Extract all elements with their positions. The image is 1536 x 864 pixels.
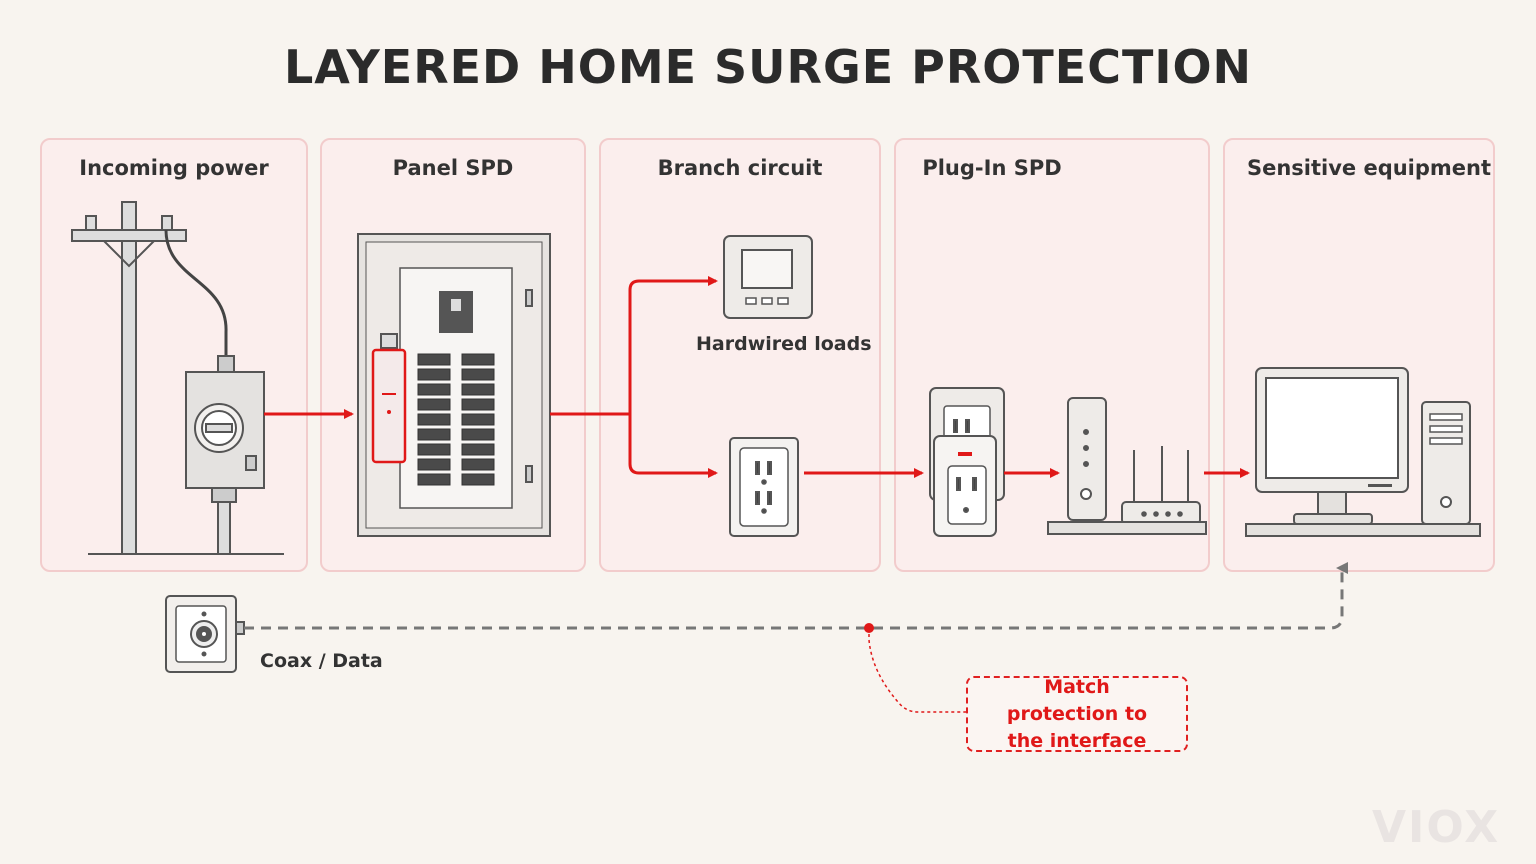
- diagram-title: LAYERED HOME SURGE PROTECTION: [283, 40, 1253, 94]
- coax-wall-plate-icon: [165, 595, 245, 673]
- shelf: [1047, 521, 1207, 535]
- wall-outlet-icon: [729, 437, 799, 537]
- hardwired-loads-label: Hardwired loads: [696, 333, 872, 355]
- coax-data-line: [244, 562, 1348, 630]
- router-icon: [1121, 446, 1201, 525]
- electric-meter-icon: [185, 355, 265, 555]
- breaker-slot: [417, 428, 451, 441]
- stage-label: Sensitive equipment: [1246, 156, 1492, 180]
- breaker-slot: [417, 398, 451, 411]
- breaker-slot: [461, 428, 495, 441]
- breaker-slot: [417, 473, 451, 486]
- stage-label: Plug-In SPD: [922, 156, 1062, 180]
- desk: [1245, 523, 1481, 537]
- coax-data-label: Coax / Data: [260, 650, 383, 672]
- modem-icon: [1067, 397, 1107, 521]
- utility-pole-icon: [71, 201, 284, 555]
- stage-label: Branch circuit: [657, 156, 823, 180]
- breaker-slot: [461, 368, 495, 381]
- breaker-slot: [461, 398, 495, 411]
- breaker-slot: [417, 353, 451, 366]
- breaker-slot: [461, 458, 495, 471]
- panel-spd-module-icon: [371, 348, 407, 464]
- callout-leader: [868, 628, 966, 713]
- stage-incoming-power: Incoming power: [40, 138, 308, 572]
- stage-sensitive-equipment: Sensitive equipment: [1223, 138, 1495, 572]
- computer-monitor-icon: [1255, 367, 1409, 525]
- hardwired-arrow: [628, 276, 718, 414]
- callout-text: Match protection to the interface: [1006, 675, 1148, 752]
- outlet-arrow: [628, 414, 718, 478]
- plug-in-spd-icon: [929, 387, 1005, 537]
- breaker-slot: [417, 383, 451, 396]
- breaker-slot: [417, 443, 451, 456]
- stage-label: Incoming power: [79, 156, 269, 180]
- callout-box: Match protection to the interface: [966, 676, 1188, 752]
- breaker-slot: [417, 413, 451, 426]
- pc-tower-icon: [1421, 401, 1471, 525]
- breaker-slot: [417, 368, 451, 381]
- service-drop-wire: [164, 229, 228, 358]
- viox-logo: VIOX: [1372, 802, 1501, 853]
- breaker-slot: [417, 458, 451, 471]
- breaker-slot: [461, 353, 495, 366]
- thermostat-icon: [723, 235, 813, 319]
- breaker-slot: [461, 473, 495, 486]
- breaker-slot: [461, 413, 495, 426]
- breaker-slot: [461, 383, 495, 396]
- breaker-slots: [417, 353, 495, 486]
- stage-label: Panel SPD: [392, 156, 514, 180]
- breaker-slot: [461, 443, 495, 456]
